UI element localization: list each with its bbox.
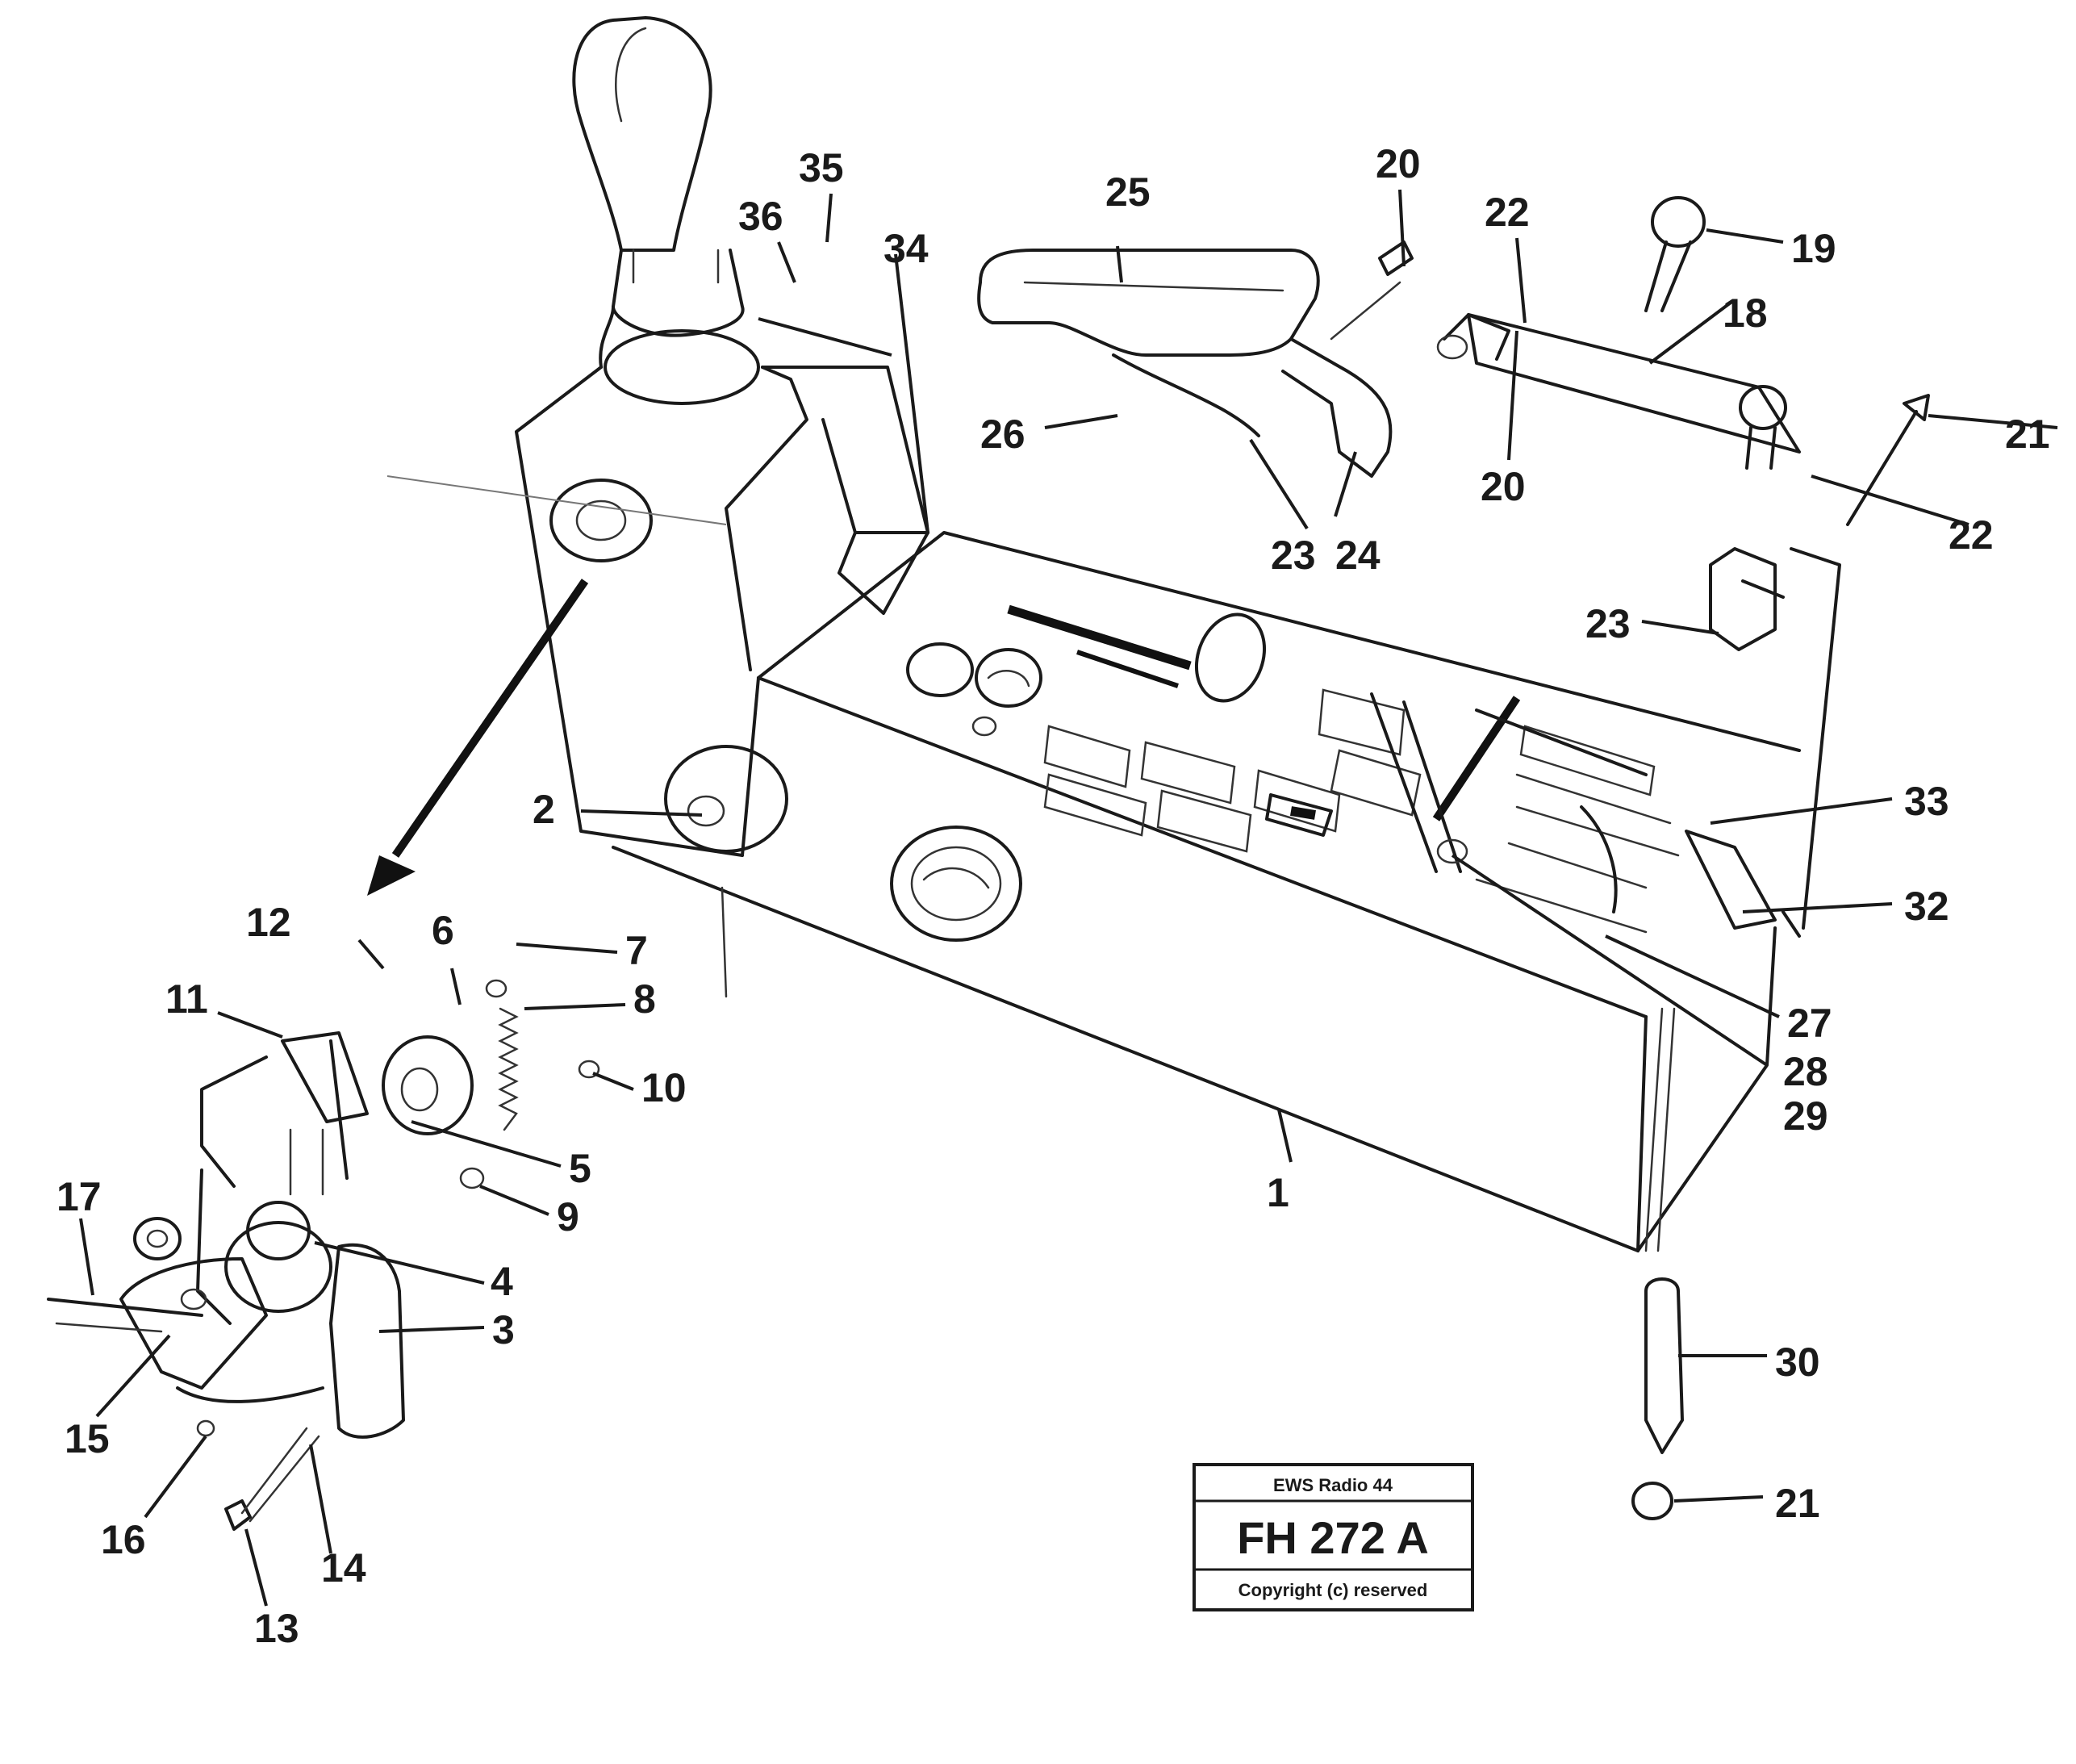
callout-32: 32	[1904, 884, 1949, 929]
callout-7: 7	[625, 928, 648, 973]
callout-3: 3	[492, 1307, 515, 1352]
callout-28: 28	[1783, 1049, 1828, 1094]
callout-17: 17	[56, 1174, 102, 1219]
callout-12: 12	[246, 900, 291, 945]
drawing-stamp: EWS Radio 44 FH 272 A Copyright (c) rese…	[1193, 1463, 1474, 1611]
callout-35: 35	[799, 145, 844, 190]
callout-19: 19	[1791, 226, 1836, 271]
callout-16: 16	[101, 1517, 146, 1562]
callout-1: 1	[1267, 1170, 1289, 1215]
callout-22-bottom: 22	[1949, 512, 1994, 558]
callout-5: 5	[569, 1146, 591, 1191]
callout-30: 30	[1775, 1340, 1820, 1385]
gear-lever	[572, 16, 760, 405]
detail-arrow	[367, 579, 589, 896]
callout-15: 15	[65, 1416, 110, 1461]
callout-21-bottom: 21	[1775, 1481, 1820, 1526]
callout-22-top: 22	[1485, 190, 1530, 235]
callout-10: 10	[641, 1065, 687, 1110]
stamp-footer: Copyright (c) reserved	[1238, 1580, 1428, 1600]
callout-24: 24	[1335, 533, 1381, 578]
callout-21-top: 21	[2005, 412, 2050, 457]
stamp-header: EWS Radio 44	[1273, 1475, 1393, 1495]
lever-assembly	[1436, 196, 1930, 938]
callout-11: 11	[165, 976, 208, 1022]
callout-8: 8	[633, 976, 656, 1022]
callout-2: 2	[533, 787, 555, 832]
callout-13: 13	[254, 1606, 299, 1651]
console-body	[386, 305, 1801, 1252]
callout-23-top: 23	[1271, 533, 1316, 578]
callout-34: 34	[883, 226, 929, 271]
callout-29: 29	[1783, 1093, 1828, 1139]
callout-25: 25	[1105, 169, 1151, 215]
callout-4: 4	[491, 1259, 513, 1304]
stamp-code: FH 272 A	[1237, 1512, 1429, 1563]
callout-33: 33	[1904, 779, 1949, 824]
leader-lines	[79, 189, 2058, 1607]
console-panel-details	[906, 604, 1680, 934]
callout-27: 27	[1787, 1001, 1832, 1046]
callout-20-bottom: 20	[1481, 464, 1526, 509]
callout-14: 14	[321, 1545, 366, 1591]
callout-36: 36	[738, 194, 783, 239]
callout-23-bottom: 23	[1585, 601, 1631, 646]
callout-26: 26	[980, 412, 1025, 457]
pin-and-sleeve	[1631, 1007, 1684, 1520]
callout-20-top: 20	[1376, 141, 1421, 186]
callout-labels: 1 2 3 4 5 6 7 8 9 10 11 12 13 14 15 16 1…	[56, 141, 2050, 1651]
armrest-cushion	[977, 240, 1414, 478]
shift-mechanism-detail	[47, 979, 600, 1531]
callout-6: 6	[432, 908, 454, 953]
callout-18: 18	[1723, 291, 1768, 336]
callout-9: 9	[557, 1194, 579, 1239]
